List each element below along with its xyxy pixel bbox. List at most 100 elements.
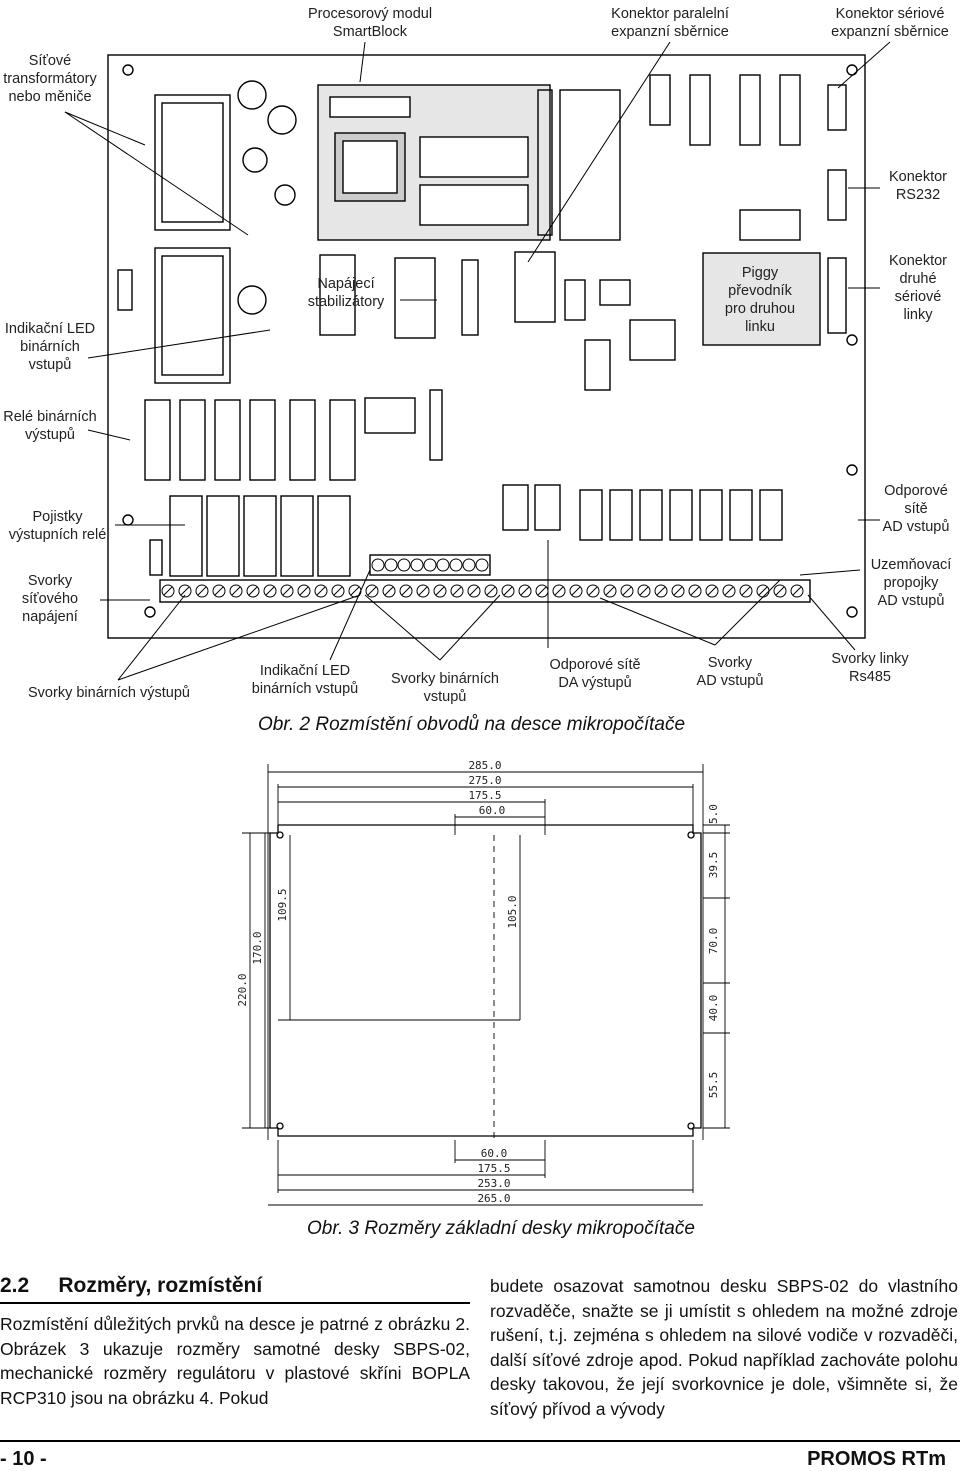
terminal-screw: [433, 584, 447, 598]
parallel-connector: [559, 89, 621, 241]
dim-top-2: 175.5: [468, 789, 501, 802]
piggy-converter: [702, 252, 821, 346]
dim-right-0: 5.0: [707, 804, 720, 824]
terminal-screw: [178, 584, 192, 598]
terminal-screw: [569, 584, 583, 598]
terminal-screw: [467, 584, 481, 598]
label-ad-input-terminals: Svorky AD vstupů: [696, 655, 764, 689]
terminal-screw: [450, 584, 464, 598]
da-resistor-network: [502, 484, 529, 531]
label-rs485-terminals: Svorky linky Rs485: [831, 651, 909, 685]
label-piggy: Piggy převodník pro druhou linku: [724, 265, 796, 335]
led-indicator: [462, 558, 476, 572]
section-rule: [0, 1302, 470, 1304]
dim-bottom-0: 60.0: [481, 1147, 508, 1160]
footer-rule: [0, 1440, 960, 1442]
label-transformers: Síťové transformátory nebo měniče: [3, 53, 97, 105]
terminal-screw: [586, 584, 600, 598]
terminal-screw: [416, 584, 430, 598]
terminal-screw: [688, 584, 702, 598]
rs232-connector: [827, 169, 847, 221]
terminal-screw: [739, 584, 753, 598]
dim-left-0: 220.0: [236, 973, 249, 1006]
label-power-terminals: Svorky síťového napájení: [21, 573, 79, 625]
terminal-screw: [637, 584, 651, 598]
label-led-binary-inputs: Indikační LED binárních vstupů: [4, 321, 96, 373]
label-binary-output-terminals: Svorky binárních výstupů: [28, 685, 190, 701]
board-diagram: [64, 41, 891, 681]
dim-bottom-3: 265.0: [477, 1192, 510, 1205]
label-processor-module: Procesorový modul SmartBlock: [307, 6, 433, 40]
terminal-screw: [773, 584, 787, 598]
label-fuses: Pojistky výstupních relé: [8, 509, 107, 543]
dim-bottom-1: 175.5: [477, 1162, 510, 1175]
terminal-screw: [654, 584, 668, 598]
page-number: - 10 -: [0, 1448, 47, 1470]
terminal-screw: [331, 584, 345, 598]
dim-right-1: 39.5: [707, 852, 720, 879]
led-indicator: [397, 558, 411, 572]
terminal-screw: [790, 584, 804, 598]
footer-brand: PROMOS RTm: [807, 1448, 946, 1470]
fuse-1: [169, 495, 203, 577]
dim-right-3: 40.0: [707, 995, 720, 1022]
section-title: 2.2 Rozměry, rozmístění: [0, 1274, 263, 1297]
terminal-screw: [212, 584, 226, 598]
led-indicator: [384, 558, 398, 572]
terminal-screw: [501, 584, 515, 598]
dim-top-1: 275.0: [468, 774, 501, 787]
transformer-2: [154, 247, 231, 384]
figure-3-caption: Obr. 3 Rozměry základní desky mikropočít…: [307, 1218, 695, 1239]
dim-bottom-2: 253.0: [477, 1177, 510, 1190]
figure-2-caption: Obr. 2 Rozmístění obvodů na desce mikrop…: [258, 714, 686, 735]
led-indicator: [449, 558, 463, 572]
dim-left-1: 170.0: [251, 931, 264, 964]
dim-right-4: 55.5: [707, 1072, 720, 1099]
terminal-screw: [399, 584, 413, 598]
terminal-screw: [195, 584, 209, 598]
relay-1: [144, 399, 171, 481]
terminal-screw: [722, 584, 736, 598]
terminal-screw: [229, 584, 243, 598]
terminal-screw: [280, 584, 294, 598]
dim-left-2: 109.5: [276, 888, 289, 921]
label-serial-connector: Konektor sériové expanzní sběrnice: [831, 6, 949, 40]
led-indicator: [371, 558, 385, 572]
terminal-screw: [263, 584, 277, 598]
led-indicator: [436, 558, 450, 572]
terminal-screw: [620, 584, 634, 598]
terminal-screw: [484, 584, 498, 598]
label-led-binary-inputs-bottom: Indikační LED binárních vstupů: [251, 663, 359, 697]
transformer-1: [154, 94, 231, 231]
led-indicator: [410, 558, 424, 572]
label-parallel-connector: Konektor paralelní expanzní sběrnice: [611, 6, 729, 40]
terminal-screw: [297, 584, 311, 598]
terminal-screw: [671, 584, 685, 598]
terminal-screw: [161, 584, 175, 598]
label-binary-output-relays: Relé binárních výstupů: [3, 409, 97, 443]
second-serial-connector: [827, 257, 847, 334]
led-indicator: [423, 558, 437, 572]
label-rs232: Konektor RS232: [888, 169, 948, 203]
dim-top-3: 60.0: [479, 804, 506, 817]
terminal-screw: [365, 584, 379, 598]
label-ad-resistor-networks: Odporové sítě AD vstupů: [882, 483, 950, 535]
terminal-screw: [603, 584, 617, 598]
dim-center: 105.0: [506, 895, 519, 928]
terminal-screw: [552, 584, 566, 598]
board-dimension-outline: [269, 824, 702, 1137]
terminal-screw: [518, 584, 532, 598]
ad-resistor-network: [579, 489, 603, 541]
board-outline: [107, 54, 866, 639]
label-stabilizers: Napájecí stabilizátory: [307, 276, 385, 310]
terminal-screw: [246, 584, 260, 598]
dim-top-0: 285.0: [468, 759, 501, 772]
right-column-text: budete osazovat samotnou desku SBPS-02 d…: [490, 1276, 958, 1419]
led-indicator: [475, 558, 489, 572]
terminal-screw: [382, 584, 396, 598]
label-second-serial: Konektor druhé sériové linky: [888, 253, 948, 323]
serial-expansion-connector: [827, 84, 847, 131]
stabilizers: [394, 257, 436, 339]
terminal-strip: [159, 579, 811, 603]
